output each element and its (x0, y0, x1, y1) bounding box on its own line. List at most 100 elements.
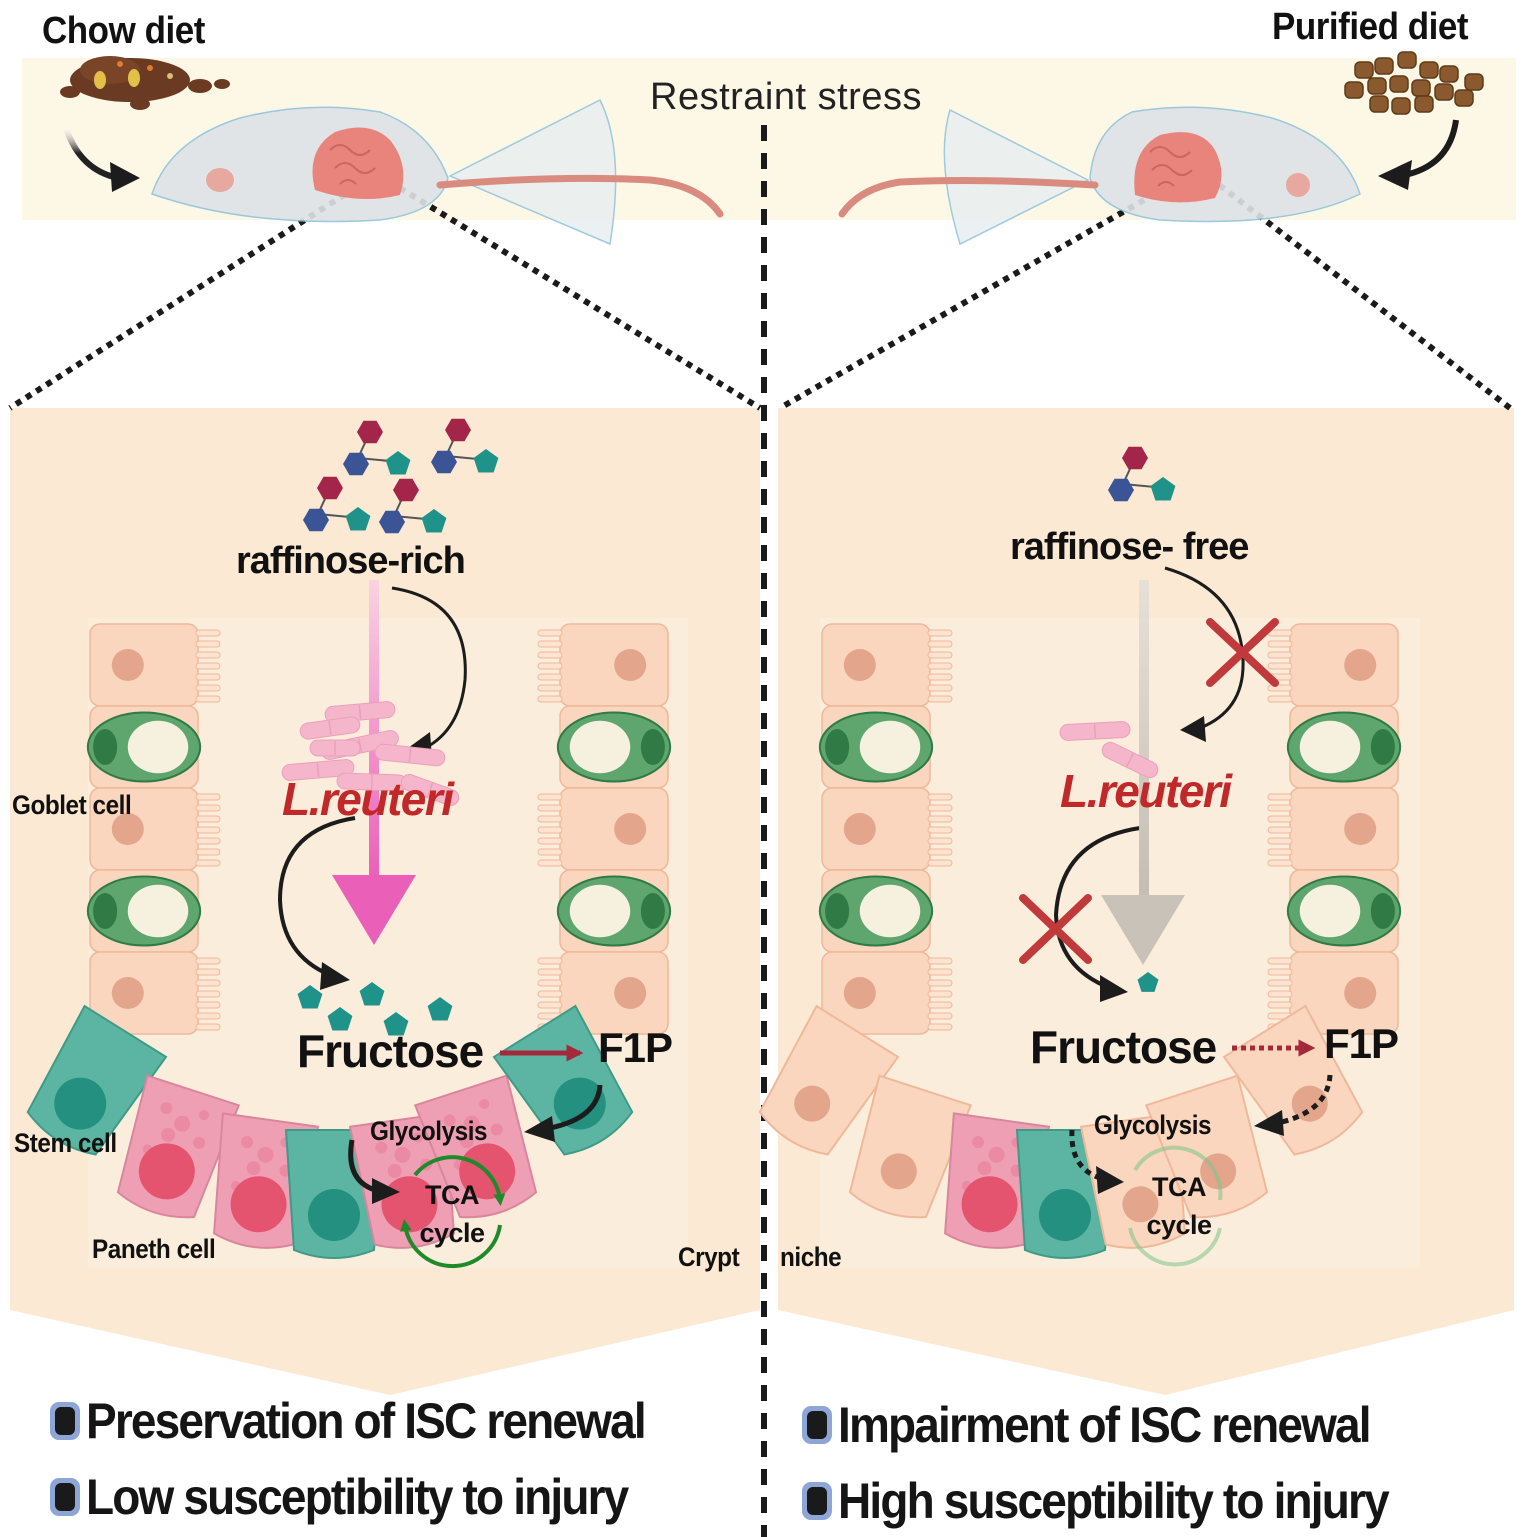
fructose-pentagon (297, 985, 323, 1009)
left-fructose-label: Fructose (297, 1025, 484, 1077)
raffinose-molecules (281, 418, 1176, 1036)
left-mouse-restrainer (151, 98, 724, 246)
left-crypt (26, 623, 672, 1259)
glucose-hexagon (379, 510, 405, 534)
fructose-pentagon (1150, 477, 1176, 501)
goblet-cell (556, 705, 672, 789)
left-glycolysis-label: Glycolysis (370, 1116, 488, 1146)
right-intestine-icon (1134, 132, 1222, 203)
fructose-pentagon (345, 507, 371, 531)
chow-diet-label: Chow diet (42, 10, 205, 52)
glucose-hexagon (431, 450, 457, 474)
left-f1p-label: F1P (598, 1024, 673, 1071)
raffinose-molecule (431, 418, 499, 474)
enterocyte-cell (537, 951, 669, 1035)
raffinose-molecule (343, 420, 411, 476)
galactose-hexagon (445, 418, 471, 442)
enterocyte-cell (89, 623, 221, 707)
left-bacteria-to-fructose-arrow (277, 816, 356, 977)
raffinose-molecule (1108, 446, 1176, 502)
fructose-pentagon (359, 982, 385, 1006)
goblet-cell (818, 705, 934, 789)
right-outcome-text: Impairment of ISC renewal (838, 1397, 1372, 1453)
fructose-pentagon (383, 1012, 409, 1036)
crypt-label: Crypt (678, 1242, 740, 1272)
bacterium-rod (309, 739, 361, 757)
raffinose-molecule (303, 476, 371, 532)
paneth-cell (116, 1074, 241, 1219)
left-outcome-item: Preservation of ISC renewal (50, 1392, 693, 1450)
purified-food-icon (1344, 51, 1484, 115)
bacterium-rod (281, 759, 355, 781)
left-bacterium-label: L.reuteri (282, 773, 454, 825)
fructose-pentagon (1137, 972, 1159, 992)
left-substrate-label: raffinose-rich (236, 540, 466, 582)
enterocyte-cell (848, 1074, 973, 1219)
bullet-icon (50, 1402, 80, 1440)
right-bacteria-to-fructose-arrow (1053, 826, 1141, 990)
right-tca-line2: cycle (1146, 1210, 1212, 1240)
bacterium-rod (1101, 741, 1159, 779)
bullet-icon (50, 1478, 80, 1516)
left-tca-line2: cycle (419, 1218, 485, 1248)
left-outcomes: Preservation of ISC renewal Low suscepti… (50, 1392, 693, 1526)
left-glycolysis-to-tca-arrow (348, 1139, 376, 1193)
niche-label: niche (780, 1242, 842, 1272)
right-tca-label: TCA cycle (1132, 1168, 1226, 1244)
purified-to-mouse-arrow (1404, 119, 1459, 178)
bacterium-rod (374, 743, 446, 767)
right-outcomes: Impairment of ISC renewal High susceptib… (802, 1396, 1436, 1530)
right-f1p-label: F1P (1324, 1020, 1399, 1067)
galactose-hexagon (357, 420, 383, 444)
right-tca-cycle-arrows (1128, 1145, 1223, 1267)
goblet-cell (86, 869, 202, 953)
right-glycolysis-label: Glycolysis (1094, 1110, 1212, 1140)
restraint-stress-label: Restraint stress (650, 76, 922, 118)
purified-diet-label: Purified diet (1272, 6, 1469, 48)
stem-cell (492, 1004, 634, 1156)
fructose-pentagon (327, 1007, 353, 1031)
fructose-pentagon (421, 509, 447, 533)
right-outcome-text: High susceptibility to injury (838, 1473, 1390, 1529)
galactose-hexagon (317, 476, 343, 500)
enterocyte-cell (758, 1004, 900, 1156)
right-outcome-item: Impairment of ISC renewal (802, 1396, 1436, 1454)
bacterium-rod (400, 773, 460, 807)
right-crypt (758, 623, 1402, 1259)
left-tca-cycle-arrows (399, 1155, 506, 1269)
left-outcome-text: Preservation of ISC renewal (86, 1393, 647, 1449)
bacterium-rod (324, 701, 396, 723)
enterocyte-cell (537, 787, 669, 871)
right-fructose-label: Fructose (1030, 1021, 1217, 1073)
bacterium-rod (1059, 721, 1131, 741)
bacterium-rod (299, 716, 361, 740)
enterocyte-cell (821, 623, 953, 707)
enterocyte-cell (1079, 1112, 1186, 1249)
goblet-cell (1286, 869, 1402, 953)
galactose-hexagon (393, 478, 419, 502)
enterocyte-cell (1267, 787, 1399, 871)
left-outcome-text: Low susceptibility to injury (86, 1469, 629, 1525)
fructose-pentagon (385, 451, 411, 475)
right-inhibit-cross-1 (1206, 618, 1279, 687)
right-outcome-item: High susceptibility to injury (802, 1472, 1436, 1530)
left-tca-line1: TCA (425, 1180, 480, 1210)
fructose-pentagon (473, 449, 499, 473)
right-flux-arrow-head (1101, 895, 1185, 965)
glucose-hexagon (343, 452, 369, 476)
goblet-cell (556, 869, 672, 953)
right-inhibit-cross-2 (1019, 894, 1092, 964)
chow-food-icon (60, 56, 230, 110)
goblet-cell-label: Goblet cell (12, 790, 132, 820)
bullet-icon (802, 1406, 832, 1444)
left-flux-arrow-shaft (369, 580, 379, 880)
raffinose-molecule (379, 478, 447, 534)
right-flux-arrow-shaft (1139, 580, 1149, 900)
goblet-cell (818, 869, 934, 953)
left-outcome-item: Low susceptibility to injury (50, 1468, 693, 1526)
galactose-hexagon (1122, 446, 1148, 470)
left-flux-arrow-head (332, 875, 416, 945)
enterocyte-cell (821, 787, 953, 871)
